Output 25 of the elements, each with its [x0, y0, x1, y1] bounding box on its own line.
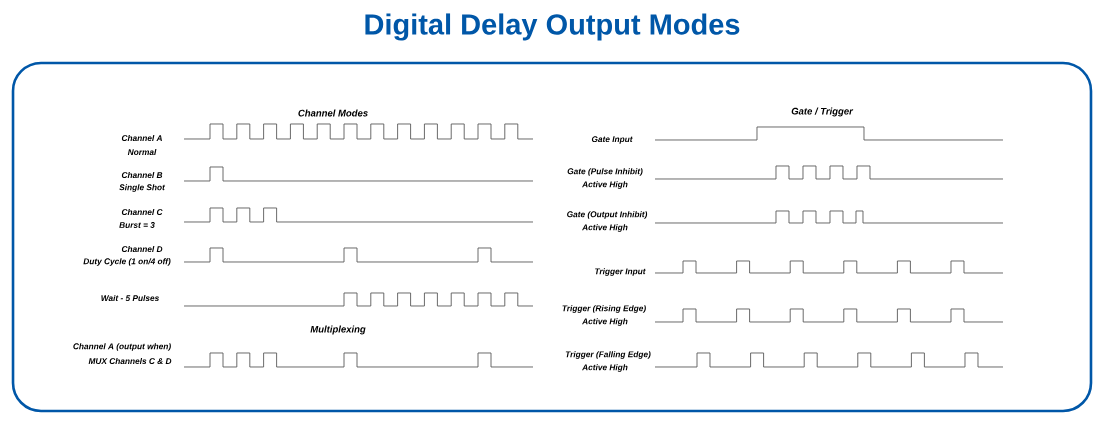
signal-label: MUX Channels C & D — [88, 357, 172, 365]
section-heading: Channel Modes — [298, 109, 368, 117]
signal-label: Active High — [582, 224, 628, 232]
section-heading: Gate / Trigger — [791, 107, 854, 117]
signal-label: Burst = 3 — [119, 222, 155, 228]
signal-label: Active High — [582, 364, 628, 372]
signal-label: Duty Cycle (1 on/4 off) — [83, 258, 171, 266]
signal-label: Trigger (Rising Edge) — [562, 305, 646, 313]
signal-label: Trigger Input — [595, 268, 646, 276]
signal-label: Gate (Pulse Inhibit) — [567, 168, 643, 176]
section-heading: Multiplexing — [310, 325, 366, 335]
signal-label: Channel D — [121, 245, 163, 253]
title: Digital Delay Output Modes — [365, 13, 740, 41]
signal-label: Gate (Output Inhibit) — [567, 211, 648, 219]
signal-label: Channel A — [121, 134, 162, 142]
signal-label: Channel B — [121, 171, 163, 179]
signal-label: Trigger (Falling Edge) — [565, 351, 651, 359]
signal-label: Wait - 5 Pulses — [101, 294, 159, 302]
signal-label: Normal — [127, 148, 157, 156]
signal-label: Channel A (output when) — [73, 343, 171, 351]
signal-label: Active High — [582, 318, 628, 326]
signal-label: Gate Input — [591, 136, 633, 144]
signal-label: Channel C — [121, 208, 163, 216]
signal-label: Single Shot — [119, 184, 166, 192]
signal-label: Active High — [582, 181, 628, 189]
